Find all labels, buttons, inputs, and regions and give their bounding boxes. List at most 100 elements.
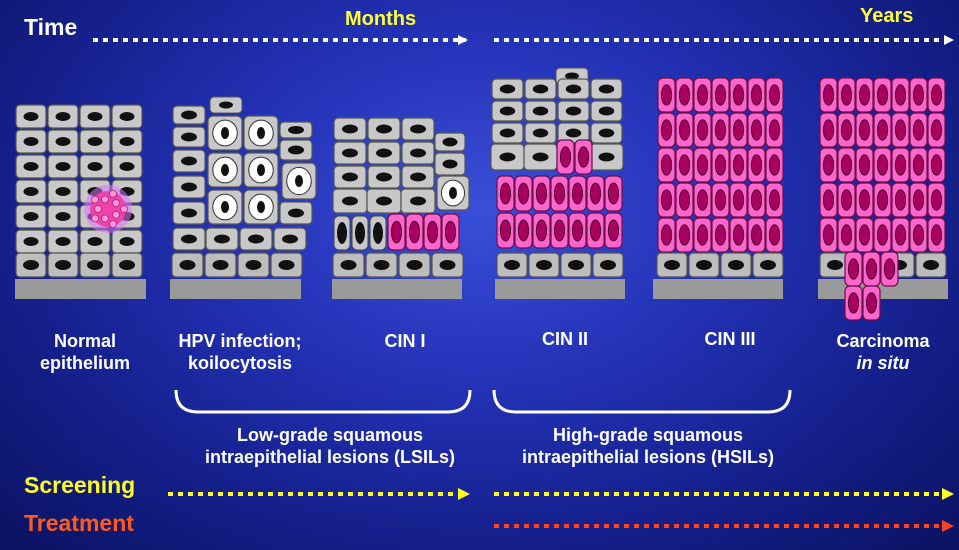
basal-nucleus	[119, 260, 135, 270]
dysplastic-nucleus	[883, 258, 896, 280]
dysplastic-nucleus	[876, 224, 889, 246]
dysplastic-nucleus	[930, 119, 943, 141]
cell-nucleus	[87, 237, 103, 246]
hpv-capsomere	[91, 195, 99, 204]
dysplastic-nucleus	[714, 84, 727, 106]
basal-nucleus	[827, 260, 843, 270]
dysplastic-nucleus	[912, 224, 925, 246]
dysplastic-nucleus	[768, 189, 781, 211]
dysplastic-nucleus	[894, 119, 907, 141]
dysplastic-nucleus	[678, 119, 691, 141]
hsil-brace	[492, 389, 792, 414]
stage-label-line1: CIN II	[541, 329, 588, 349]
dysplastic-nucleus	[894, 189, 907, 211]
basement-membrane	[332, 279, 462, 299]
dysplastic-nucleus	[894, 224, 907, 246]
basal-nucleus	[728, 260, 744, 270]
cell-nucleus	[248, 234, 264, 244]
dysplastic-nucleus	[714, 154, 727, 176]
basal-nucleus	[337, 222, 347, 244]
cell-nucleus	[442, 159, 458, 169]
dysplastic-nucleus	[750, 154, 763, 176]
dysplastic-nucleus	[732, 154, 745, 176]
dysplastic-nucleus	[822, 154, 835, 176]
dysplastic-nucleus	[553, 182, 566, 205]
basement-membrane	[170, 279, 301, 299]
lsil-brace	[174, 389, 472, 414]
dysplastic-nucleus	[840, 189, 853, 211]
dysplastic-nucleus	[768, 119, 781, 141]
cell-nucleus	[55, 212, 71, 221]
cell-nucleus	[499, 84, 516, 94]
cell-nucleus	[23, 137, 39, 146]
stage-label-line1: Normal	[53, 331, 116, 351]
dysplastic-nucleus	[732, 119, 745, 141]
dysplastic-nucleus	[714, 189, 727, 211]
cell-nucleus	[214, 234, 230, 244]
dysplastic-nucleus	[865, 258, 878, 280]
cell-nucleus	[55, 137, 71, 146]
dysplastic-nucleus	[930, 84, 943, 106]
stage-label-line1: HPV infection;	[178, 331, 302, 351]
hpv-capsomere	[120, 205, 128, 213]
stage-label-cis: Carcinoma in situ	[815, 330, 951, 374]
cell-nucleus	[87, 137, 103, 146]
dysplastic-nucleus	[750, 224, 763, 246]
cell-nucleus	[598, 128, 615, 138]
dysplastic-nucleus	[696, 224, 709, 246]
stage-label-line2: koilocytosis	[187, 353, 293, 373]
cell-nucleus	[219, 101, 233, 109]
koilocyte-nucleus	[221, 201, 229, 213]
dysplastic-nucleus	[499, 182, 512, 205]
basement-membrane	[15, 279, 146, 299]
dysplastic-nucleus	[696, 154, 709, 176]
basal-nucleus	[179, 260, 196, 270]
dysplastic-nucleus	[426, 220, 439, 244]
cell-nucleus	[23, 212, 39, 221]
dysplastic-nucleus	[553, 219, 566, 242]
hsil-line2: intraepithelial lesions (HSILs)	[521, 447, 775, 467]
basal-nucleus	[373, 260, 390, 270]
lsil-label: Low-grade squamous intraepithelial lesio…	[160, 424, 500, 468]
basal-nucleus	[760, 260, 776, 270]
dysplastic-nucleus	[750, 189, 763, 211]
cell-nucleus	[442, 137, 458, 147]
hpv-capsomere	[112, 210, 120, 219]
cell-nucleus	[342, 124, 358, 134]
cell-nucleus	[376, 124, 392, 134]
dysplastic-nucleus	[822, 84, 835, 106]
time-label: Time	[24, 14, 78, 40]
cell-nucleus	[598, 84, 615, 94]
dysplastic-nucleus	[912, 154, 925, 176]
cell-nucleus	[23, 112, 39, 121]
cell-nucleus	[119, 237, 135, 246]
basement-membrane	[495, 279, 625, 299]
dysplastic-nucleus	[847, 292, 860, 314]
basal-nucleus	[340, 260, 357, 270]
hpv-capsomere	[109, 189, 117, 198]
basal-nucleus	[923, 260, 939, 270]
stage-label-line1: CIN I	[384, 331, 426, 351]
dysplastic-nucleus	[912, 119, 925, 141]
dysplastic-nucleus	[607, 182, 620, 205]
dysplastic-nucleus	[865, 292, 878, 314]
dysplastic-nucleus	[678, 224, 691, 246]
cell-nucleus	[181, 156, 197, 166]
koilocyte-nucleus	[449, 187, 457, 199]
stage-label-hpv: HPV infection; koilocytosis	[160, 330, 320, 374]
stage-label-cin3: CIN III	[675, 328, 785, 350]
cell-nucleus	[376, 172, 392, 182]
dysplastic-nucleus	[714, 224, 727, 246]
dysplastic-nucleus	[840, 154, 853, 176]
dysplastic-nucleus	[876, 84, 889, 106]
dysplastic-nucleus	[858, 224, 871, 246]
dysplastic-nucleus	[517, 219, 530, 242]
cell-nucleus	[376, 196, 392, 206]
dysplastic-nucleus	[678, 189, 691, 211]
dysplastic-nucleus	[822, 224, 835, 246]
dysplastic-nucleus	[696, 189, 709, 211]
cell-nucleus	[342, 172, 358, 182]
cell-nucleus	[87, 162, 103, 171]
dysplastic-nucleus	[840, 224, 853, 246]
cell-nucleus	[288, 208, 304, 218]
